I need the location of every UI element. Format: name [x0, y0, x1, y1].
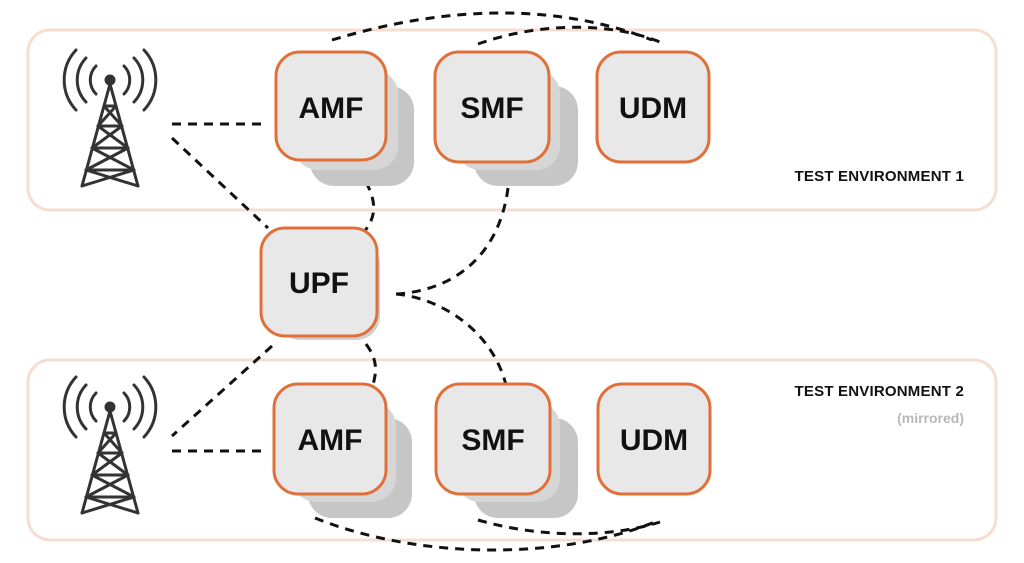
environment-1-label: TEST ENVIRONMENT 1 [794, 168, 964, 185]
link-amf2-udm2 [314, 516, 656, 552]
smf-node-env2: SMF [434, 382, 578, 518]
smf-node-env1: SMF [433, 50, 578, 186]
link-upf-tower2 [170, 344, 274, 438]
link-upf-smf2 [395, 292, 508, 386]
upf-label: UPF [289, 267, 349, 300]
environment-2-note: (mirrored) [897, 410, 964, 426]
upf-node: UPF [259, 226, 380, 340]
link-smf1-udm1 [477, 25, 661, 46]
link-upf-amf2 [364, 343, 377, 389]
udm-node-env1: UDM [595, 50, 711, 164]
cell-tower-icon [62, 48, 158, 188]
amf-label-env1: AMF [299, 92, 364, 125]
cell-tower-icon [62, 375, 158, 515]
link-smf1-upf [395, 187, 510, 296]
udm-label-env2: UDM [620, 424, 688, 457]
environment-2-label: TEST ENVIRONMENT 2 [794, 383, 964, 400]
link-smf2-udm2 [477, 518, 661, 536]
link-tower1-upf [170, 136, 270, 230]
udm-label-env1: UDM [619, 92, 687, 125]
amf-label-env2: AMF [298, 424, 363, 457]
udm-node-env2: UDM [596, 382, 712, 496]
amf-node-env1: AMF [274, 50, 414, 186]
amf-node-env2: AMF [272, 382, 412, 518]
smf-label-env1: SMF [460, 92, 523, 125]
smf-label-env2: SMF [461, 424, 524, 457]
link-amf1-upf [362, 181, 376, 233]
